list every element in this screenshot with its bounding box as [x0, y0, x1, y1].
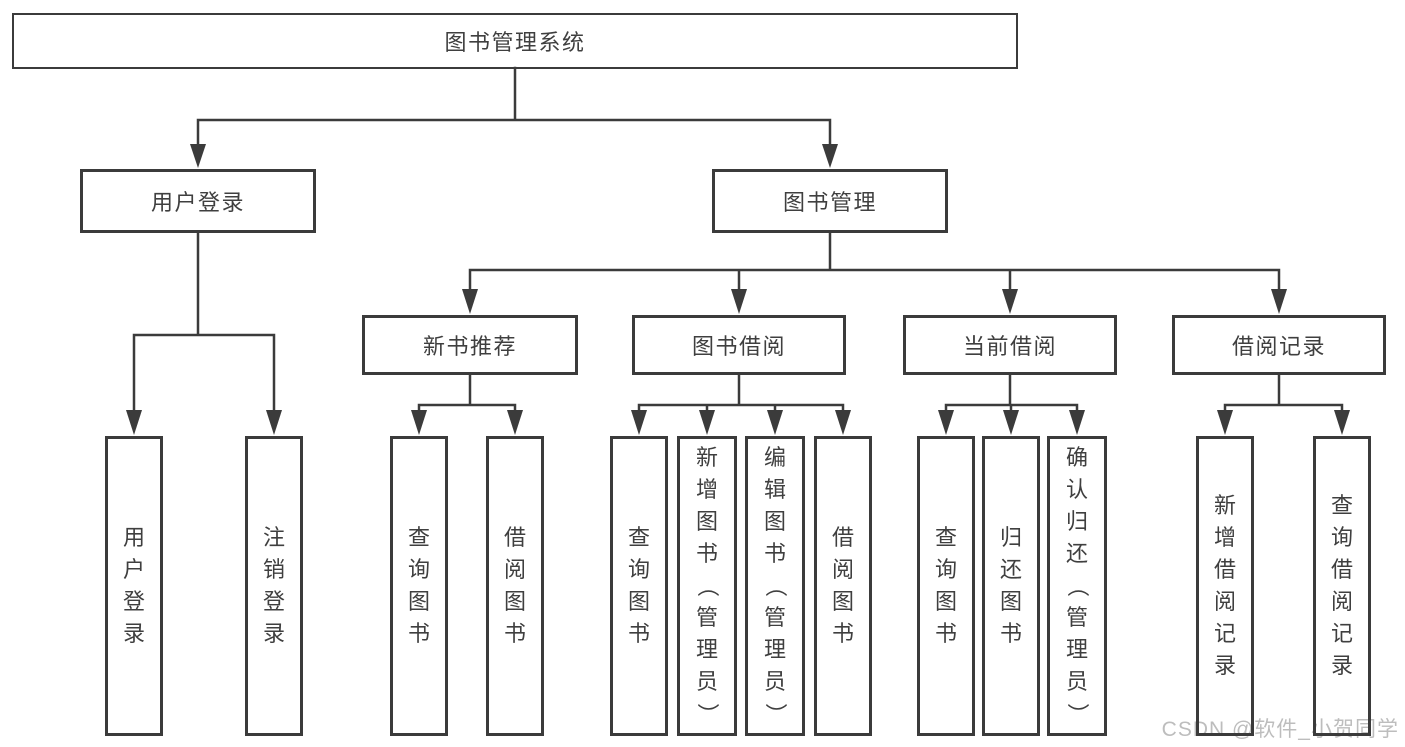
arrow-down-icon — [1217, 410, 1233, 435]
connector-userlogin-to-leaves — [132, 231, 276, 414]
node-label: 新书推荐 — [422, 334, 517, 359]
arrow-down-icon — [835, 410, 851, 435]
node-book-borrowing: 图书借阅 — [632, 315, 846, 375]
node-edit-books-admin: 编辑图书（管理员） — [745, 436, 805, 736]
node-label: 图书借阅 — [691, 334, 786, 359]
node-add-books-admin: 新增图书（管理员） — [677, 436, 737, 736]
node-label: 查询借阅记录 — [1330, 493, 1353, 678]
node-label: 注销登录 — [262, 525, 285, 646]
connector-bookmgmt-to-level3 — [468, 231, 1281, 293]
node-label: 查询图书 — [407, 525, 430, 646]
node-book-management: 图书管理 — [712, 169, 948, 233]
arrow-down-icon — [1002, 289, 1018, 314]
node-label: 图书管理系统 — [444, 30, 586, 55]
node-borrow-books-newrec: 借阅图书 — [486, 436, 544, 736]
node-label: 归还图书 — [999, 525, 1022, 646]
arrow-down-icon — [1334, 410, 1350, 435]
node-current-borrowing: 当前借阅 — [903, 315, 1117, 375]
node-query-books-borrowing: 查询图书 — [610, 436, 668, 736]
node-label: 用户登录 — [122, 525, 145, 646]
arrow-down-icon — [1069, 410, 1085, 435]
node-label: 新增借阅记录 — [1213, 493, 1236, 678]
node-new-book-recommend: 新书推荐 — [362, 315, 578, 375]
node-label: 当前借阅 — [962, 334, 1057, 359]
node-logout: 注销登录 — [245, 436, 303, 736]
node-add-borrow-record: 新增借阅记录 — [1196, 436, 1254, 736]
arrow-down-icon — [731, 289, 747, 314]
arrow-down-icon — [462, 289, 478, 314]
arrow-down-icon — [1271, 289, 1287, 314]
node-query-books-current: 查询图书 — [917, 436, 975, 736]
node-label: 借阅图书 — [831, 525, 854, 646]
node-return-books: 归还图书 — [982, 436, 1040, 736]
node-query-borrow-record: 查询借阅记录 — [1313, 436, 1371, 736]
arrow-down-icon — [266, 410, 282, 435]
node-borrowing-records: 借阅记录 — [1172, 315, 1386, 375]
arrow-down-icon — [699, 410, 715, 435]
connector-records-to-leaves — [1223, 373, 1344, 414]
node-confirm-return-admin: 确认归还（管理员） — [1047, 436, 1107, 736]
node-user-login-leaf: 用户登录 — [105, 436, 163, 736]
node-label: 新增图书（管理员） — [695, 445, 720, 725]
arrow-down-icon — [1003, 410, 1019, 435]
arrow-down-icon — [126, 410, 142, 435]
node-label: 查询图书 — [934, 525, 957, 646]
connector-newrec-to-leaves — [417, 373, 517, 414]
connector-current-to-leaves — [944, 373, 1079, 414]
arrow-down-icon — [507, 410, 523, 435]
node-label: 确认归还（管理员） — [1065, 445, 1090, 725]
node-user-login: 用户登录 — [80, 169, 316, 233]
node-label: 查询图书 — [627, 525, 650, 646]
arrow-down-icon — [767, 410, 783, 435]
arrow-down-icon — [631, 410, 647, 435]
node-borrow-books-borrowing: 借阅图书 — [814, 436, 872, 736]
arrow-down-icon — [938, 410, 954, 435]
node-library-management-system: 图书管理系统 — [12, 13, 1018, 69]
node-label: 借阅图书 — [503, 525, 526, 646]
arrow-down-icon — [190, 144, 206, 168]
node-label: 用户登录 — [150, 190, 245, 215]
node-label: 编辑图书（管理员） — [763, 445, 788, 725]
arrow-down-icon — [822, 144, 838, 168]
connector-borrowing-to-leaves — [637, 373, 845, 414]
node-label: 图书管理 — [782, 190, 877, 215]
connector-root-to-level2 — [196, 66, 832, 148]
node-label: 借阅记录 — [1231, 334, 1326, 359]
node-query-books-newrec: 查询图书 — [390, 436, 448, 736]
arrow-down-icon — [411, 410, 427, 435]
